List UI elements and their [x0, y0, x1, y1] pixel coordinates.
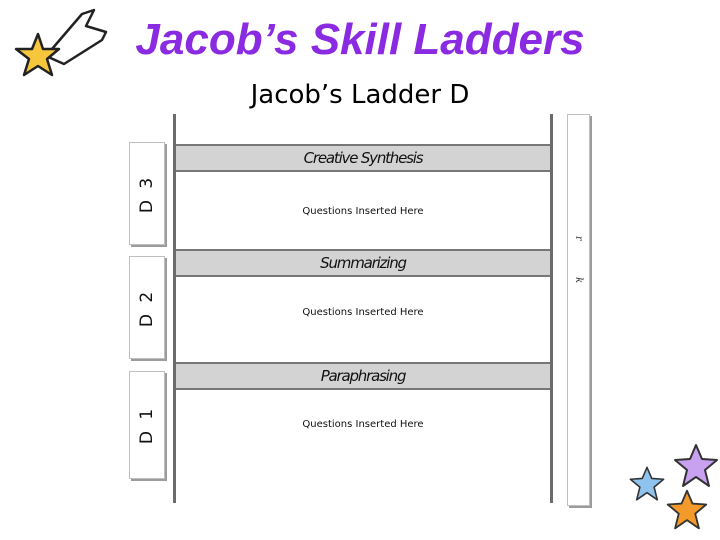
tab-label-d2: D 2 — [137, 288, 157, 327]
tab-label-d1: D 1 — [137, 405, 157, 445]
rung-bar-creative-synthesis: Creative Synthesis — [176, 144, 550, 172]
purple-star-icon — [674, 444, 718, 487]
rung-bar-summarizing: Summarizing — [176, 249, 550, 277]
side-panel: ɹ ʞ — [567, 114, 590, 506]
rung-questions-d1: Questions Inserted Here — [302, 419, 424, 430]
rung-bar-paraphrasing: Paraphrasing — [176, 362, 550, 390]
tab-d1: D 1 — [129, 371, 165, 479]
ladder-right-rail — [550, 114, 553, 503]
tab-d3: D 3 — [129, 142, 165, 245]
page-subtitle: Jacob’s Ladder D — [250, 80, 470, 110]
side-text-2: ʞ — [573, 277, 584, 284]
side-text-1: ɹ — [573, 235, 584, 242]
page-title: Jacob’s Skill Ladders — [135, 15, 585, 64]
ladder-left-rail — [173, 114, 176, 503]
shooting-star-icon — [14, 8, 108, 77]
blue-star-icon — [629, 466, 665, 501]
tab-d2: D 2 — [129, 256, 165, 359]
rung-questions-d3: Questions Inserted Here — [302, 206, 424, 217]
orange-star-icon — [666, 489, 708, 530]
rung-questions-d2: Questions Inserted Here — [302, 307, 424, 318]
tab-label-d3: D 3 — [137, 174, 157, 213]
